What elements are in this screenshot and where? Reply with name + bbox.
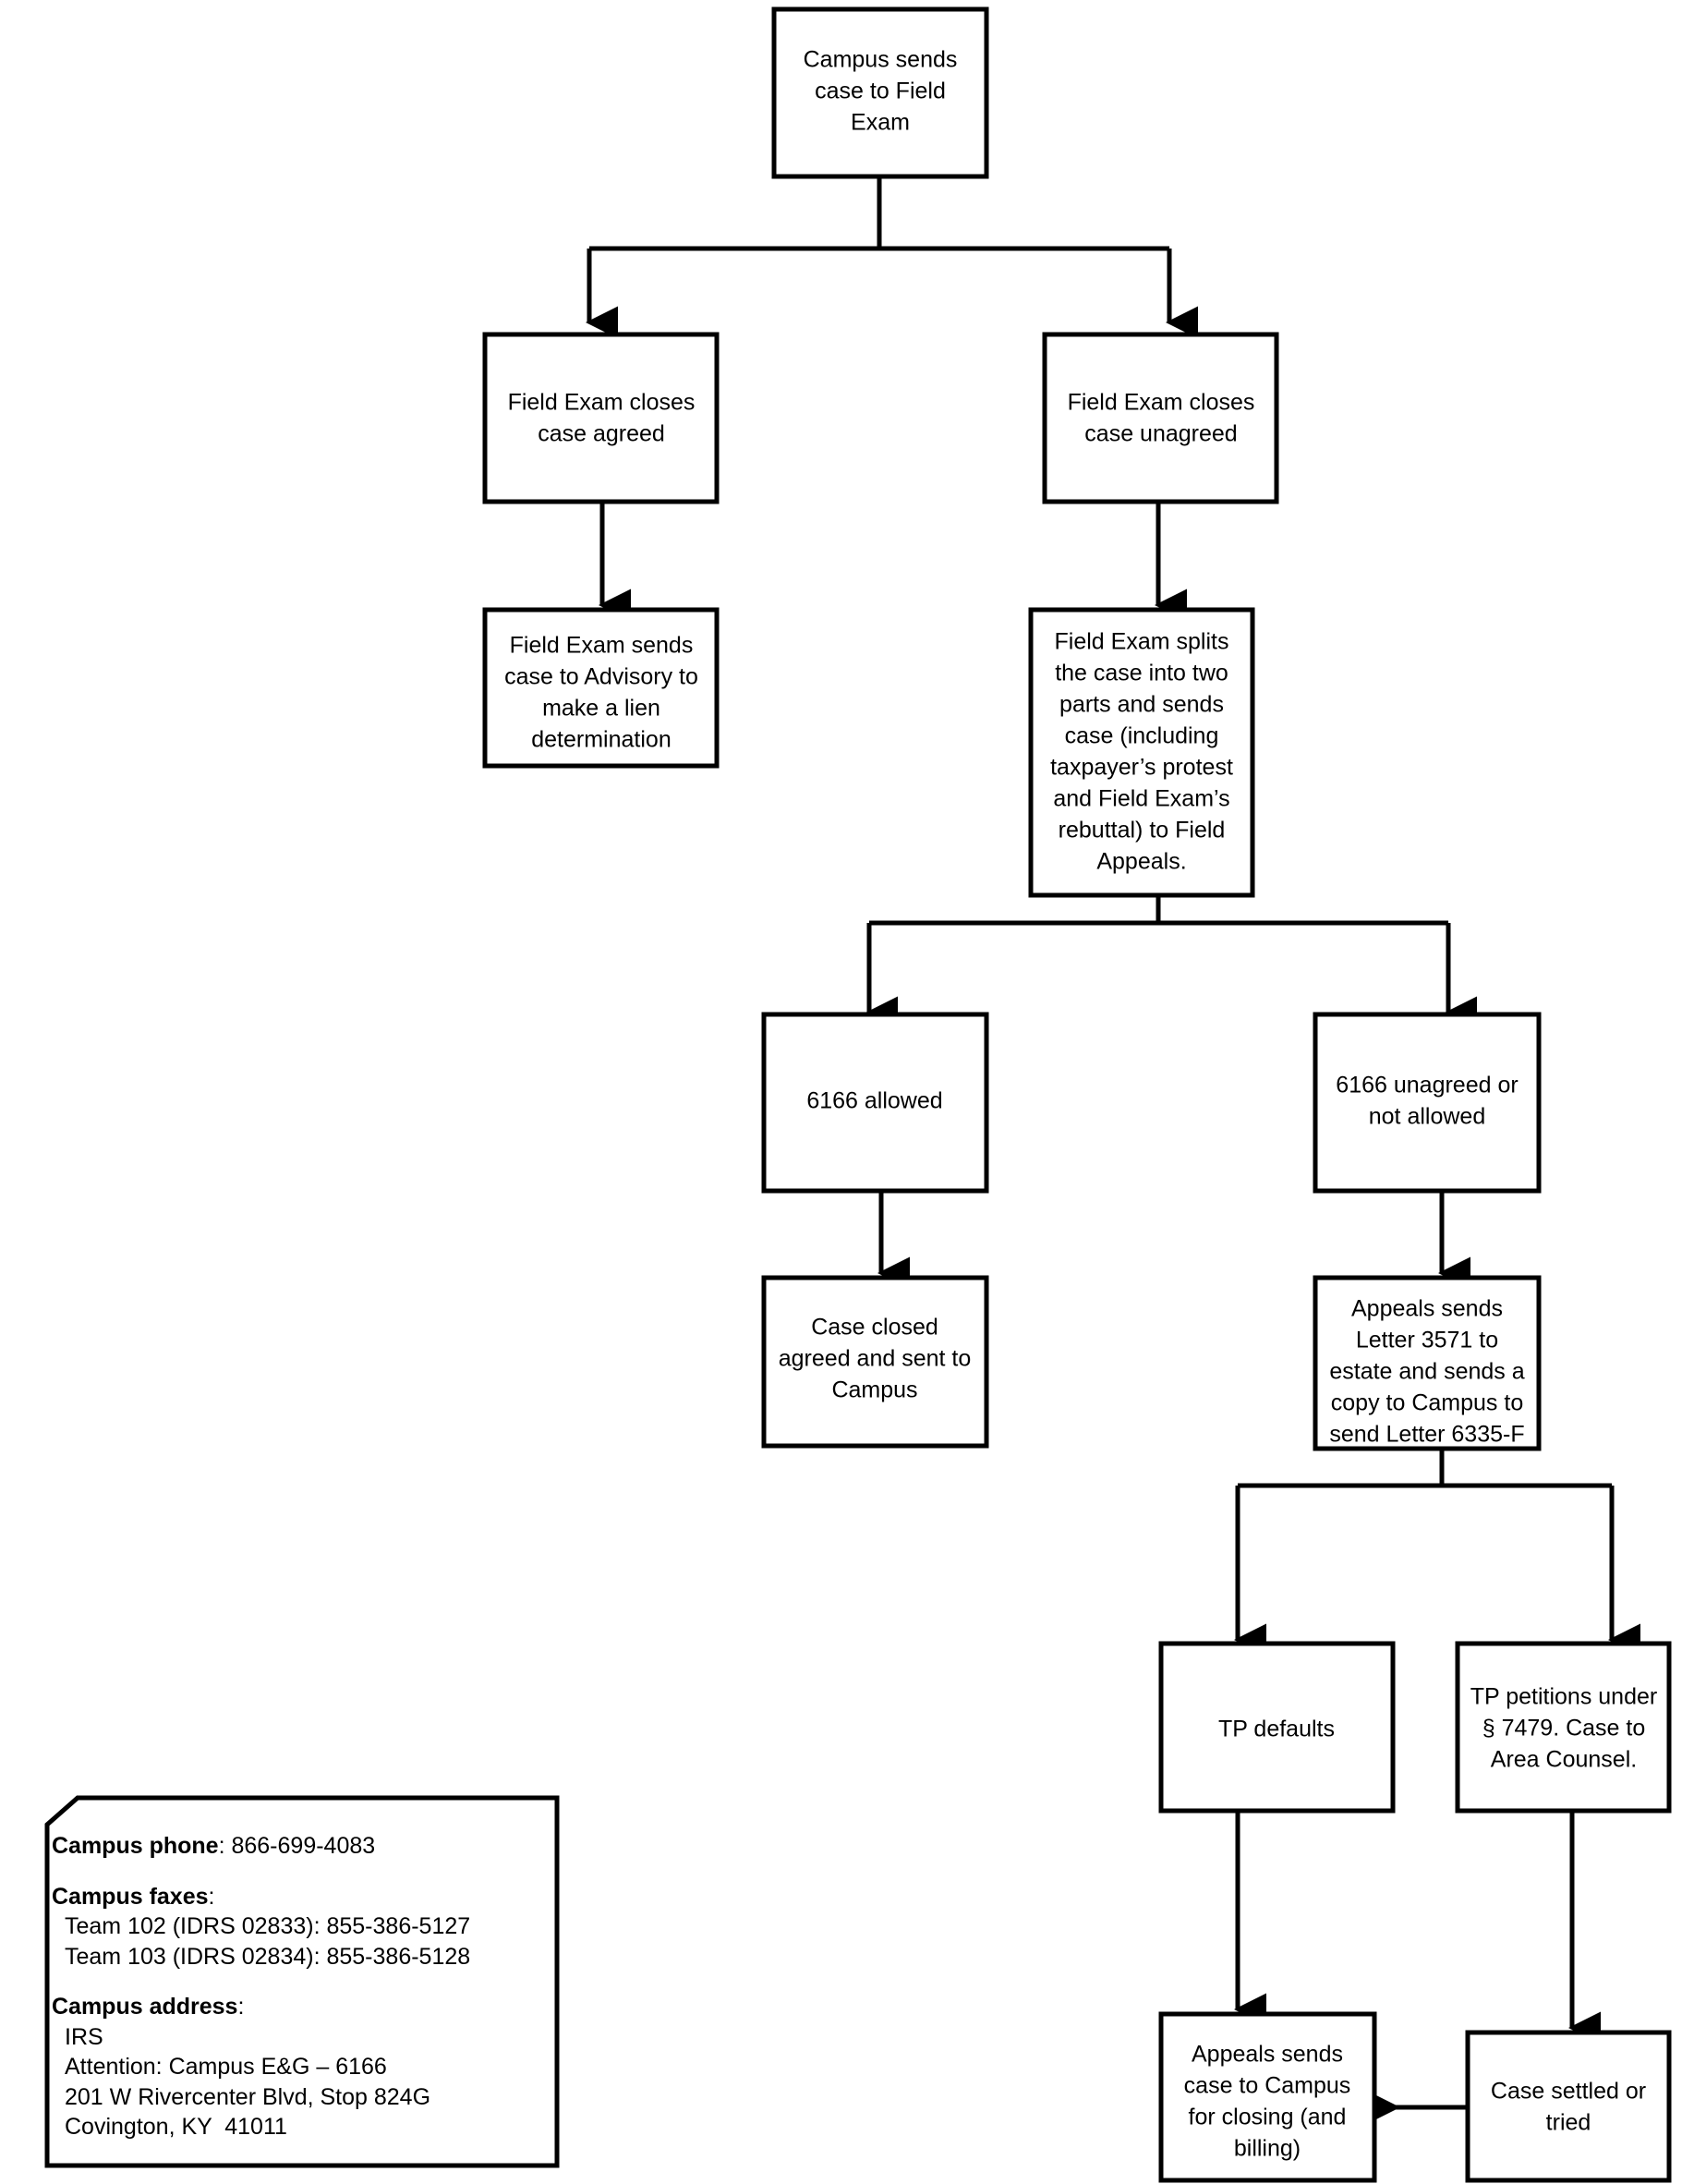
node-line: determination — [531, 727, 671, 753]
node-line: Appeals sends — [1351, 1296, 1503, 1322]
node-6166-unagreed-or-not-allowed[interactable]: 6166 unagreed or not allowed — [1313, 1012, 1542, 1194]
node-box — [761, 1012, 989, 1194]
legend-address-heading: Campus address: — [52, 1992, 551, 2022]
node-box — [771, 6, 989, 179]
node-line: Campus — [831, 1377, 917, 1403]
legend-phone-line: Campus phone: 866-699-4083 — [52, 1831, 551, 1862]
node-field-exam-sends-case-to-advisory[interactable]: Field Exam sends case to Advisory to mak… — [482, 607, 720, 769]
legend-faxes-heading: Campus faxes: — [52, 1882, 551, 1912]
node-line: Field Exam closes — [508, 390, 696, 416]
node-line: for closing (and — [1189, 2105, 1347, 2130]
node-line: Field Exam splits — [1055, 629, 1229, 655]
node-line: Case settled or — [1491, 2079, 1646, 2105]
node-appeals-sends-case-to-campus-for-closing[interactable]: Appeals sends case to Campus for closing… — [1158, 2011, 1377, 2183]
node-line: Field Exam sends — [510, 633, 694, 659]
node-line: case to Field — [815, 79, 946, 104]
node-box — [1158, 1641, 1396, 1814]
node-line: Letter 3571 to — [1356, 1328, 1498, 1353]
node-line: TP defaults — [1218, 1717, 1335, 1742]
legend-fax-line: Team 103 (IDRS 02834): 855-386-5128 — [65, 1943, 471, 1970]
node-line: case unagreed — [1084, 421, 1237, 447]
node-line: Appeals sends — [1192, 2042, 1343, 2068]
node-line: 6166 unagreed or — [1336, 1073, 1518, 1098]
node-line: estate and sends a — [1329, 1359, 1524, 1385]
legend-faxes-colon: : — [208, 1883, 215, 1910]
legend-address-line: IRS — [65, 2023, 103, 2050]
node-line: taxpayer’s protest — [1050, 755, 1233, 781]
legend-spacer — [52, 1862, 551, 1882]
node-line: TP petitions under — [1470, 1684, 1657, 1710]
node-line: § 7479. Case to — [1482, 1716, 1646, 1741]
node-box — [1028, 607, 1255, 898]
node-field-exam-closes-case-unagreed[interactable]: Field Exam closes case unagreed — [1042, 332, 1279, 504]
node-box — [482, 607, 720, 769]
node-line: send Letter 6335-F — [1329, 1422, 1524, 1448]
legend-note-shape — [44, 1795, 560, 2168]
node-tp-defaults[interactable]: TP defaults — [1158, 1641, 1396, 1814]
legend-address-line: 201 W Rivercenter Blvd, Stop 824G — [65, 2083, 431, 2110]
node-appeals-sends-letter-3571[interactable]: Appeals sends Letter 3571 to estate and … — [1313, 1275, 1542, 1451]
node-line: agreed and sent to — [779, 1346, 972, 1372]
node-box — [761, 1275, 989, 1449]
legend-spacer — [52, 1972, 551, 1992]
node-box — [1455, 1641, 1672, 1814]
node-line: rebuttal) to Field — [1059, 818, 1226, 843]
node-line: Appeals. — [1096, 849, 1186, 875]
node-line: Exam — [851, 110, 910, 136]
node-line: case to Advisory to — [504, 664, 698, 690]
node-line: Field Exam closes — [1068, 390, 1255, 416]
node-box — [1313, 1012, 1542, 1194]
node-line: the case into two — [1055, 661, 1228, 686]
node-box — [1158, 2011, 1377, 2183]
node-line: Campus sends — [804, 47, 958, 73]
node-tp-petitions-under-7479[interactable]: TP petitions under § 7479. Case to Area … — [1455, 1641, 1672, 1814]
node-line: make a lien — [542, 696, 660, 722]
node-line: 6166 allowed — [806, 1088, 942, 1114]
legend-address-line: Covington, KY 41011 — [65, 2114, 287, 2140]
node-6166-allowed[interactable]: 6166 allowed — [761, 1012, 989, 1194]
node-line: copy to Campus to — [1331, 1390, 1523, 1416]
node-line: Area Counsel. — [1491, 1747, 1637, 1773]
node-line: Case closed — [811, 1315, 938, 1341]
node-field-exam-closes-case-agreed[interactable]: Field Exam closes case agreed — [482, 332, 720, 504]
legend-address-line: Attention: Campus E&G – 6166 — [65, 2054, 387, 2080]
node-field-exam-splits-case[interactable]: Field Exam splits the case into two part… — [1028, 607, 1255, 898]
node-box — [1465, 2030, 1672, 2183]
node-box — [1042, 332, 1279, 504]
node-line: parts and sends — [1059, 692, 1224, 718]
node-campus-sends-case-to-field-exam[interactable]: Campus sends case to Field Exam — [771, 6, 989, 179]
node-line: case (including — [1065, 723, 1219, 749]
node-case-settled-or-tried[interactable]: Case settled or tried — [1465, 2030, 1672, 2183]
node-line: and Field Exam’s — [1053, 786, 1229, 812]
node-case-closed-agreed-sent-to-campus[interactable]: Case closed agreed and sent to Campus — [761, 1275, 989, 1449]
node-line: not allowed — [1369, 1104, 1485, 1130]
node-line: case to Campus — [1184, 2073, 1351, 2099]
legend-phone-label: Campus phone — [52, 1833, 219, 1859]
node-line: tried — [1546, 2110, 1591, 2136]
legend-phone-value: : 866-699-4083 — [218, 1833, 376, 1859]
node-line: billing) — [1234, 2136, 1301, 2162]
legend-faxes-label: Campus faxes — [52, 1883, 209, 1910]
legend-address-colon: : — [237, 1994, 245, 2020]
node-box — [1313, 1275, 1542, 1451]
legend-address-label: Campus address — [52, 1994, 238, 2020]
node-line: case agreed — [538, 421, 665, 447]
campus-contact-legend: Campus phone: 866-699-4083 Campus faxes:… — [52, 1831, 551, 2160]
legend-fax-line: Team 102 (IDRS 02833): 855-386-5127 — [65, 1913, 471, 1939]
node-box — [482, 332, 720, 504]
